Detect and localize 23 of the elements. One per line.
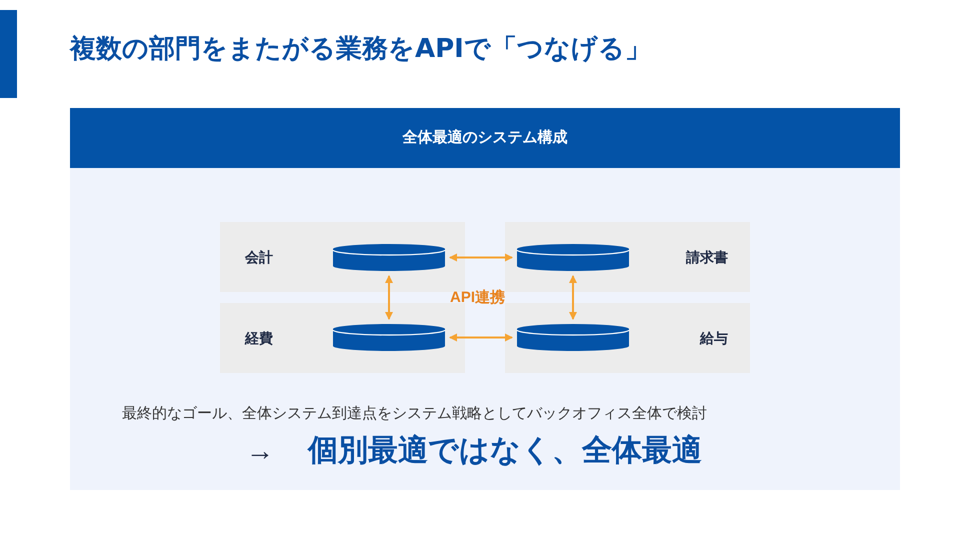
api-link-arrow: [569, 275, 577, 320]
conclusion-arrow: →: [246, 434, 274, 468]
connection-label: API連携: [450, 288, 506, 308]
conclusion-text: 個別最適ではなく、全体最適: [308, 433, 702, 469]
database-cylinder: [516, 243, 630, 272]
department-box: [220, 303, 465, 373]
database-cylinder: [332, 243, 446, 272]
api-link-arrow: [385, 275, 393, 320]
department-box: [220, 222, 465, 292]
panel-heading: 全体最適のシステム構成: [402, 128, 568, 148]
department-box: [505, 303, 750, 373]
database-cylinder: [516, 323, 630, 352]
note-text: 最終的なゴール、全体システム到達点をシステム戦略としてバックオフィス全体で検討: [122, 404, 707, 424]
api-link-arrow: [449, 254, 513, 262]
api-link-arrow: [449, 334, 513, 342]
department-label: 請求書: [686, 248, 728, 267]
diagram-panel: [70, 108, 900, 490]
department-label: 会計: [245, 248, 273, 267]
department-label: 経費: [245, 329, 273, 348]
database-cylinder: [332, 323, 446, 352]
department-label: 給与: [700, 329, 728, 348]
department-box: [505, 222, 750, 292]
slide-title: 複数の部門をまたがる業務をAPIで「つなげる」: [70, 33, 651, 66]
